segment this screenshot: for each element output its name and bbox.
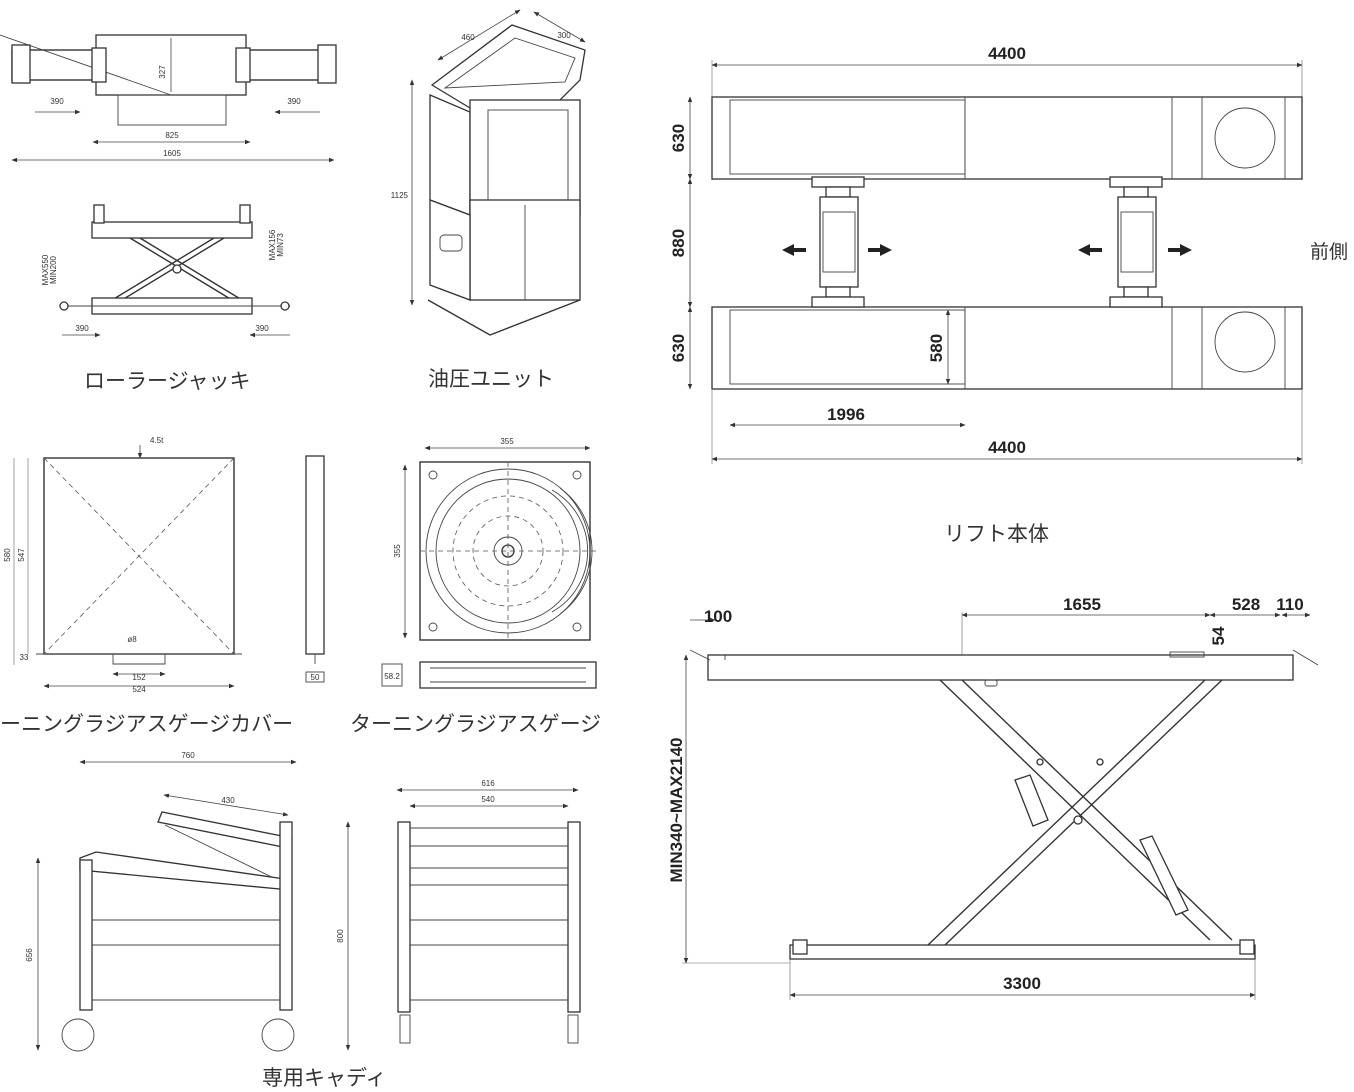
dim-54: 54 xyxy=(1209,626,1228,645)
dim-cover-side-50: 50 xyxy=(311,673,320,682)
dim-825: 825 xyxy=(165,131,179,140)
dim-100: 100 xyxy=(704,607,732,626)
dim-327: 327 xyxy=(158,65,167,79)
dim-max156: MAX156 xyxy=(268,229,277,260)
dim-1996: 1996 xyxy=(827,405,865,424)
dim-cover-547: 547 xyxy=(17,548,26,562)
dim-jack-bottom-390-right: 390 xyxy=(255,324,269,333)
caption-hydraulic-unit: 油圧ユニット xyxy=(428,367,554,391)
lift-body-top-view: 4400 xyxy=(669,44,1303,464)
roller-jack-top-view: 327 390 390 825 1605 xyxy=(0,34,337,163)
dim-1125: 1125 xyxy=(391,191,409,200)
gauge-cover-drawing: 580 547 33 4.5t ø8 152 524 50 xyxy=(3,436,325,694)
dim-caddy-430: 430 xyxy=(221,796,235,805)
dim-cover-thickness: 4.5t xyxy=(150,436,164,445)
arrow-right-icon-2 xyxy=(1168,244,1192,256)
roller-jack-side-view: MAX550 MIN200 MAX156 MIN73 390 390 xyxy=(41,204,290,338)
dim-cover-33: 33 xyxy=(20,653,29,662)
dim-cover-152: 152 xyxy=(132,673,146,682)
caddy-side-view: 760 430 656 800 xyxy=(25,751,351,1052)
dim-4400-top: 4400 xyxy=(988,44,1026,63)
dim-caddy-616: 616 xyxy=(481,779,495,788)
dim-3300: 3300 xyxy=(1003,974,1041,993)
dim-580: 580 xyxy=(927,334,946,362)
caption-gauge-cover: ーニングラジアスゲージカバー xyxy=(0,712,294,736)
arrow-left-icon xyxy=(782,244,806,256)
caption-turning-radius-gauge: ターニングラジアスゲージ xyxy=(350,712,602,736)
dim-min200: MIN200 xyxy=(49,255,58,284)
hydraulic-unit-drawing: 1125 460 300 xyxy=(391,9,586,336)
arrow-left-icon-2 xyxy=(1078,244,1102,256)
dim-gauge-58: 58.2 xyxy=(384,672,400,681)
dim-1605: 1605 xyxy=(163,149,181,158)
dim-caddy-800: 800 xyxy=(336,929,345,943)
dim-jack-bottom-390-left: 390 xyxy=(75,324,89,333)
lift-body-side-view: 100 1655 528 110 54 MIN340~MAX2140 xyxy=(667,595,1319,1000)
dim-cover-580: 580 xyxy=(3,548,12,562)
caddy-front-view: 616 540 xyxy=(396,779,581,1044)
dim-gauge-355-height: 355 xyxy=(393,544,402,558)
dim-390-left: 390 xyxy=(50,97,64,106)
dim-528: 528 xyxy=(1232,595,1260,614)
dim-630-upper: 630 xyxy=(669,124,688,152)
dim-cover-524: 524 xyxy=(132,685,146,694)
dim-max550: MAX550 xyxy=(41,254,50,285)
dim-300: 300 xyxy=(557,31,571,40)
lift-center-jack-left xyxy=(811,176,865,308)
dim-min340-max2140: MIN340~MAX2140 xyxy=(667,737,686,882)
dim-caddy-656: 656 xyxy=(25,948,34,962)
arrow-right-icon xyxy=(868,244,892,256)
dim-caddy-760: 760 xyxy=(181,751,195,760)
dim-1655: 1655 xyxy=(1063,595,1101,614)
lift-center-jack-right xyxy=(1109,176,1163,308)
dim-630-lower: 630 xyxy=(669,334,688,362)
dim-390-right: 390 xyxy=(287,97,301,106)
dim-caddy-540: 540 xyxy=(481,795,495,804)
dim-110: 110 xyxy=(1276,595,1303,614)
dim-4400-bottom: 4400 xyxy=(988,438,1026,457)
dim-460: 460 xyxy=(461,33,475,42)
dim-min73: MIN73 xyxy=(276,233,285,257)
turning-radius-gauge-drawing: 355 355 58.2 xyxy=(381,437,600,689)
dim-cover-hole: ø8 xyxy=(127,635,137,644)
caption-front-side: 前側 xyxy=(1310,241,1349,263)
caption-caddy: 専用キャディ xyxy=(262,1066,387,1090)
caption-lift-body: リフト本体 xyxy=(944,522,1049,546)
caption-roller-jack: ローラージャッキ xyxy=(84,369,251,393)
dim-880: 880 xyxy=(669,229,688,257)
dim-gauge-355-width: 355 xyxy=(500,437,514,446)
